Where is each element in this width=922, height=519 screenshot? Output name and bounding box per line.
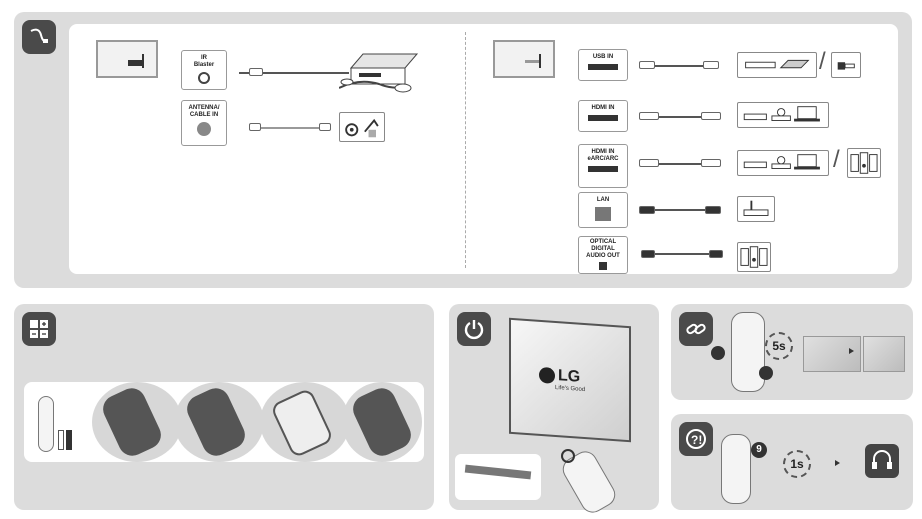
hdmi-device-icon bbox=[737, 102, 829, 128]
usb-stick-icon bbox=[831, 52, 861, 78]
antenna-device-icon bbox=[339, 112, 385, 142]
port-optical: OPTICAL DIGITAL AUDIO OUT bbox=[578, 236, 628, 274]
home-button-icon bbox=[711, 346, 725, 360]
headset-icon bbox=[865, 444, 899, 478]
usb-cable bbox=[655, 65, 703, 67]
jack-icon bbox=[198, 72, 210, 84]
settings-button-icon bbox=[759, 366, 773, 380]
remote-control-icon bbox=[731, 312, 765, 392]
tv-stand-closeup bbox=[455, 454, 541, 500]
port-label: HDMI IN eARC/ARC bbox=[587, 149, 619, 162]
lg-logo-icon bbox=[539, 366, 555, 384]
battery-aa-icon bbox=[66, 430, 72, 450]
power-button-icon bbox=[561, 449, 575, 463]
timer-icon: 5s bbox=[765, 332, 793, 360]
port-usb: USB IN bbox=[578, 49, 628, 81]
lg-logo-text: LG bbox=[558, 367, 581, 386]
hdmi-plug bbox=[701, 159, 721, 167]
power-icon bbox=[457, 312, 491, 346]
port-label: OPTICAL DIGITAL AUDIO OUT bbox=[586, 239, 620, 259]
connections-panel: IR Blaster ANTENNA/ CABLE IN bbox=[14, 12, 912, 288]
usb-jack-icon bbox=[588, 64, 618, 70]
usb-plug bbox=[639, 61, 655, 69]
speaker-icon bbox=[847, 148, 881, 178]
port-ir-blaster: IR Blaster bbox=[181, 50, 227, 90]
hdmi-cable bbox=[659, 116, 701, 118]
hdmi-jack-icon bbox=[588, 166, 618, 172]
next-step-arrow bbox=[849, 348, 854, 354]
hdmi-earc-cable bbox=[659, 163, 701, 165]
or-separator: / bbox=[833, 146, 840, 173]
lg-logo: LG bbox=[539, 366, 580, 387]
remote-control-icon bbox=[721, 434, 751, 504]
battery-steps-area bbox=[24, 382, 424, 462]
tv-rear-thumbnail-right bbox=[493, 40, 555, 78]
lan-plug bbox=[639, 206, 655, 214]
port-hdmi: HDMI IN bbox=[578, 100, 628, 132]
port-label: HDMI IN bbox=[591, 105, 615, 111]
optical-cable bbox=[655, 253, 711, 255]
next-step-arrow bbox=[835, 460, 840, 466]
hdmi-plug bbox=[639, 159, 659, 167]
battery-panel bbox=[14, 304, 434, 510]
antenna-plug bbox=[249, 123, 261, 131]
router-icon bbox=[737, 196, 775, 222]
pairing-panel: 5s bbox=[671, 304, 913, 400]
antenna-plug bbox=[319, 123, 331, 131]
remote-control-icon bbox=[38, 396, 54, 452]
port-label: IR Blaster bbox=[193, 55, 215, 68]
timer-icon: 1s bbox=[783, 450, 811, 478]
port-label: USB IN bbox=[592, 54, 614, 60]
ethernet-jack-icon bbox=[595, 207, 611, 221]
coax-jack-icon bbox=[197, 122, 211, 136]
optical-plug bbox=[641, 250, 655, 258]
usb-device-icon bbox=[737, 52, 817, 78]
connections-area: IR Blaster ANTENNA/ CABLE IN bbox=[69, 24, 898, 274]
port-hdmi-earc: HDMI IN eARC/ARC bbox=[578, 144, 628, 188]
power-panel: LG Life's Good bbox=[449, 304, 659, 517]
cable-icon bbox=[22, 20, 56, 54]
battery-aa-icon bbox=[58, 430, 64, 450]
help-panel: ?! 9 1s bbox=[671, 414, 913, 510]
ir-cable bbox=[239, 72, 349, 74]
tv-screen: LG Life's Good bbox=[509, 317, 631, 443]
tv-after-pairing bbox=[863, 336, 905, 372]
usb-plug bbox=[703, 61, 719, 69]
speaker-icon bbox=[737, 242, 771, 272]
antenna-cable bbox=[257, 127, 323, 129]
port-label: LAN bbox=[596, 197, 610, 203]
hdmi-earc-device-icon bbox=[737, 150, 829, 176]
port-label: ANTENNA/ CABLE IN bbox=[188, 105, 220, 118]
lan-cable bbox=[655, 209, 705, 211]
column-divider bbox=[465, 32, 466, 268]
hdmi-plug bbox=[701, 112, 721, 120]
port-lan: LAN bbox=[578, 192, 628, 228]
number-button-icon: 9 bbox=[751, 442, 767, 458]
optical-plug bbox=[709, 250, 723, 258]
lan-plug bbox=[705, 206, 721, 214]
lg-tagline: Life's Good bbox=[555, 384, 586, 394]
question-icon: ?! bbox=[679, 422, 713, 456]
ir-plug bbox=[249, 68, 263, 76]
svg-text:?!: ?! bbox=[691, 433, 702, 447]
link-icon bbox=[679, 312, 713, 346]
optical-jack-icon bbox=[599, 262, 607, 270]
hdmi-jack-icon bbox=[588, 115, 618, 121]
or-separator: / bbox=[819, 48, 826, 75]
port-antenna: ANTENNA/ CABLE IN bbox=[181, 100, 227, 146]
set-top-box-icon bbox=[339, 53, 419, 93]
tv-rear-thumbnail-left bbox=[96, 40, 158, 78]
battery-icon bbox=[22, 312, 56, 346]
hdmi-plug bbox=[639, 112, 659, 120]
tv-before-pairing bbox=[803, 336, 861, 372]
